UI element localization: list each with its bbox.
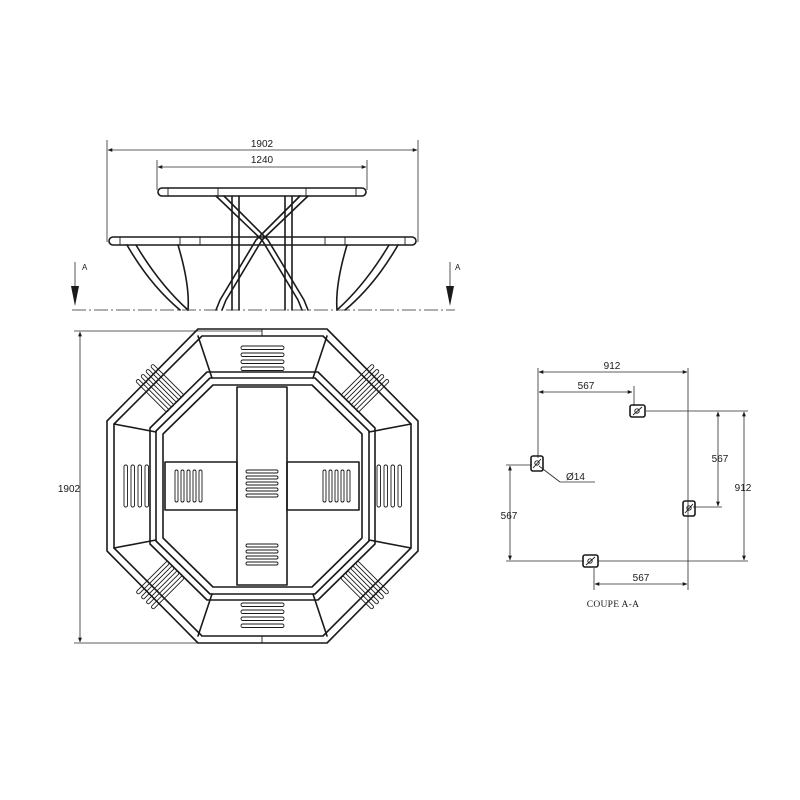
bench-seat [108, 236, 417, 246]
bench-segment-dividers [113, 329, 412, 643]
dim-label-912-right: 912 [735, 483, 752, 494]
section-view: 912 567 567 912 567 567 [501, 361, 752, 610]
table-top-plan [162, 384, 363, 588]
section-marker-left: A [71, 262, 88, 306]
dim-label-912-top: 912 [604, 361, 621, 372]
dim-label-567-top: 567 [578, 381, 595, 392]
table-cross-panels [164, 386, 360, 586]
dim-label-567-bottom: 567 [633, 573, 650, 584]
post-section-right [682, 500, 696, 517]
table-slots [174, 469, 351, 566]
bench-slots [123, 345, 402, 628]
hole-diameter-label: Ø14 [566, 472, 585, 483]
svg-text:A: A [455, 263, 461, 272]
hole-leader [538, 465, 561, 483]
dim-label-567-right: 567 [712, 454, 729, 465]
svg-text:A: A [82, 263, 88, 272]
table-top [157, 187, 367, 197]
bench-outer-edge [106, 328, 419, 644]
dim-label-plan-1902: 1902 [58, 484, 81, 495]
dim-label-1240: 1240 [251, 155, 274, 166]
post-section-top [629, 404, 646, 418]
section-caption: COUPE A-A [587, 600, 640, 610]
dim-label-1902: 1902 [251, 139, 274, 150]
post-section-left [530, 455, 544, 472]
plan-view: 1902 [58, 328, 419, 644]
dim-label-567-left: 567 [501, 511, 518, 522]
bench-inner-edge [149, 371, 376, 601]
post-section-bottom [582, 554, 599, 568]
section-marker-right: A [446, 262, 461, 306]
table-legs [126, 195, 399, 311]
elevation-view: 1902 1240 [71, 139, 461, 311]
